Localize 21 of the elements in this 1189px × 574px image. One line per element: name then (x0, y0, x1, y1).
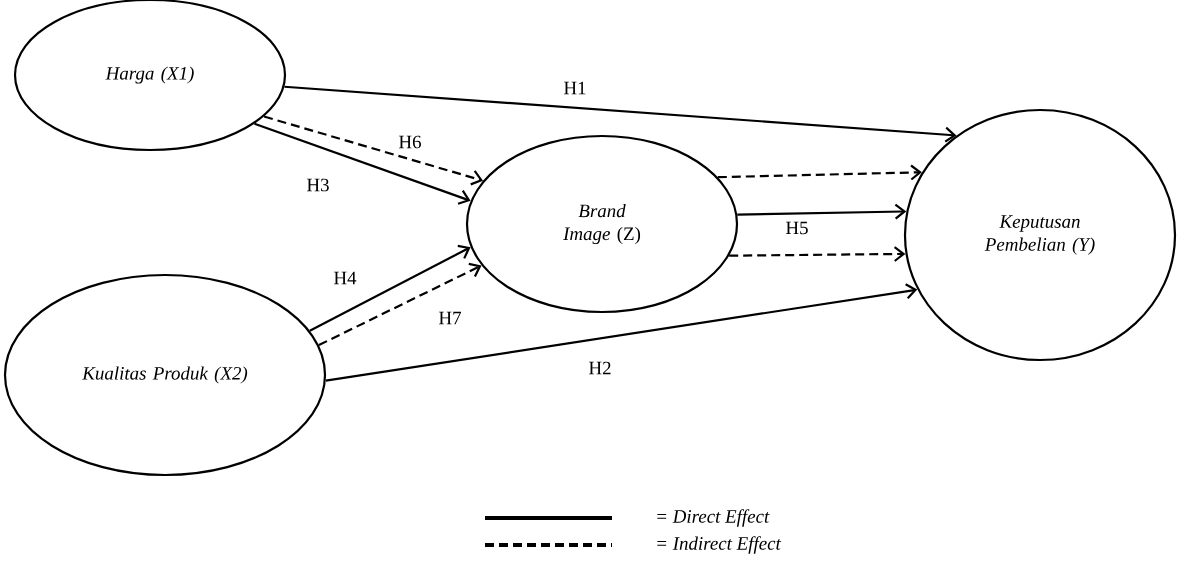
arrow (309, 244, 471, 332)
edge-label: H4 (332, 270, 358, 286)
arrow (325, 283, 918, 382)
legend-text: = Indirect Effect (657, 536, 782, 554)
arrow (729, 246, 906, 262)
ellipse-node: Keputusan Pembelian (Y) (903, 108, 1177, 362)
edge-label: H5 (784, 220, 810, 236)
arrow (254, 122, 471, 205)
arrow (717, 164, 922, 181)
arrow (263, 115, 484, 186)
edge-label: H2 (587, 360, 613, 376)
legend-text: = Direct Effect (657, 509, 770, 527)
arrow (737, 203, 907, 220)
edge-label: H7 (437, 310, 463, 326)
edge-label: H1 (562, 80, 588, 96)
ellipse-node: Brand Image (Z) (465, 134, 739, 314)
arrow (318, 262, 482, 347)
edge-label: H6 (397, 134, 423, 150)
ellipse-node: Kualitas Produk (X2) (3, 273, 327, 477)
edge-label: H3 (305, 177, 331, 193)
arrow (284, 85, 957, 143)
